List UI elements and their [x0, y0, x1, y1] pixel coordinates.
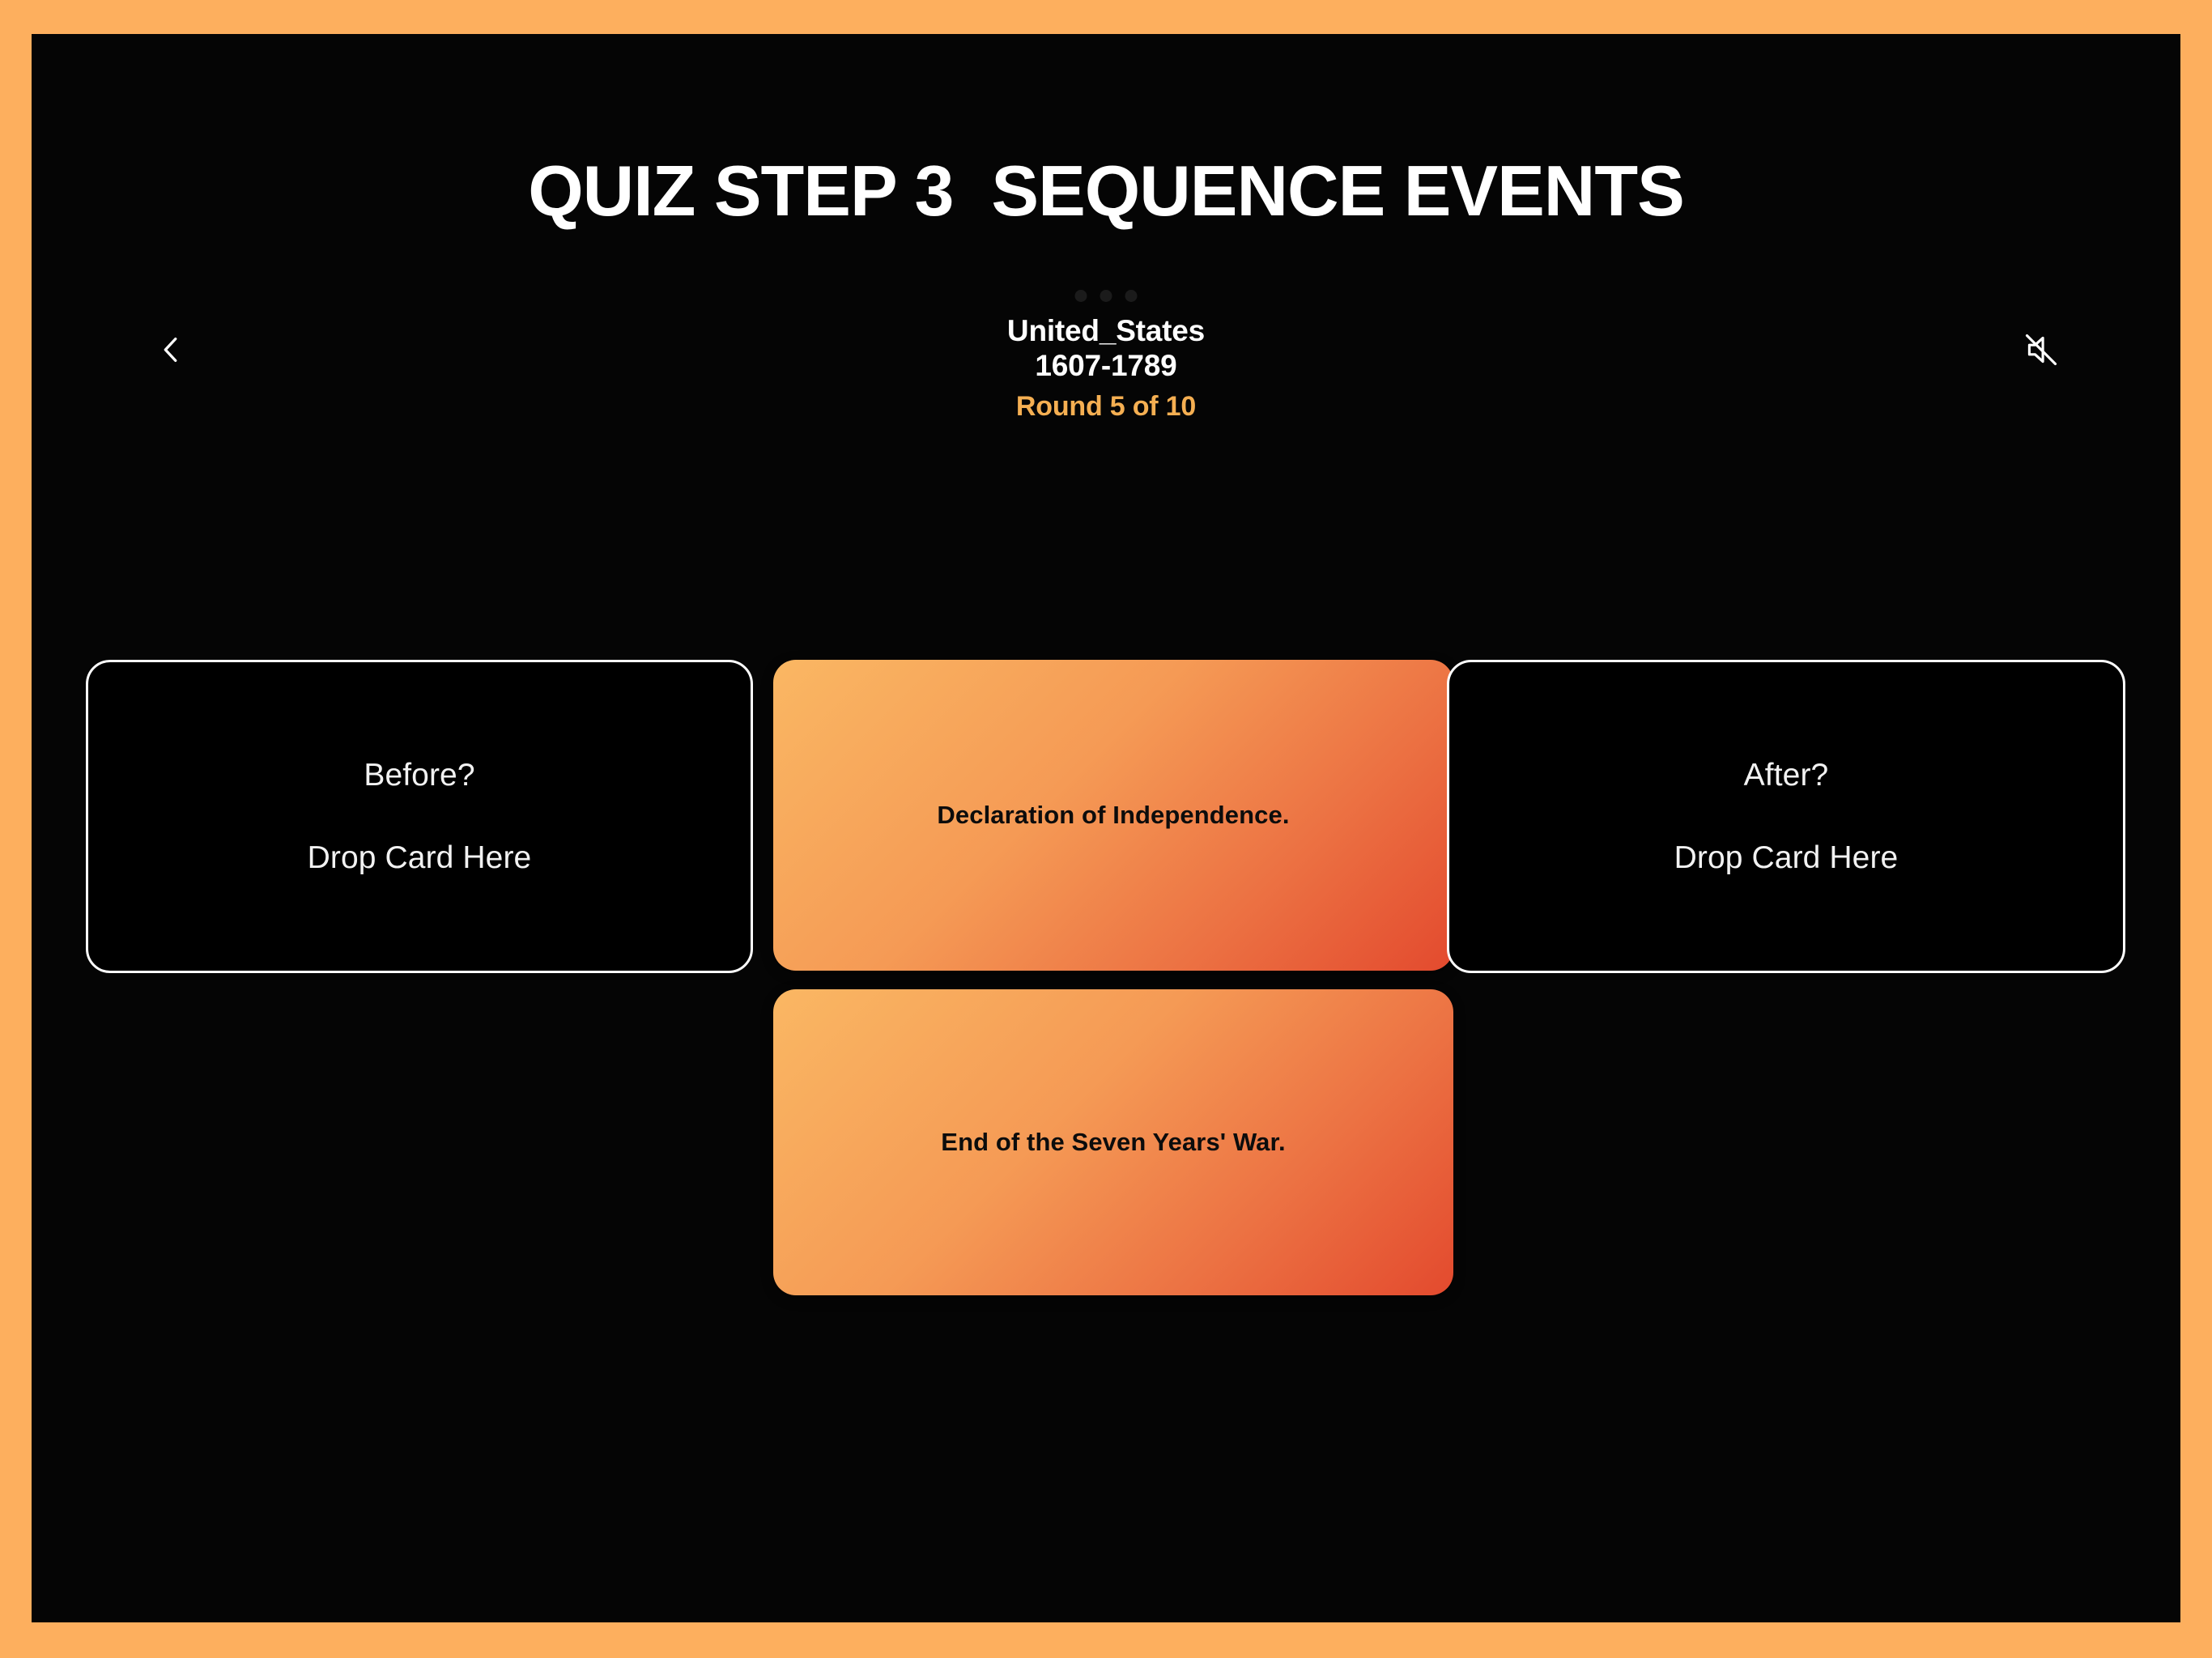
drop-zone-after[interactable]: After? Drop Card Here [1447, 660, 2125, 973]
drop-zone-before[interactable]: Before? Drop Card Here [86, 660, 753, 973]
event-card-text: End of the Seven Years' War. [941, 1128, 1286, 1156]
round-counter: Round 5 of 10 [1015, 390, 1197, 422]
event-card-text: Declaration of Independence. [937, 801, 1290, 829]
quiz-screen: QUIZ STEP 3 SEQUENCE EVENTS United_State… [32, 34, 2180, 1622]
handle-dot [1125, 290, 1138, 302]
drop-zone-after-title: After? [1743, 757, 1829, 793]
drop-zone-before-hint: Drop Card Here [307, 840, 532, 875]
back-button[interactable] [138, 317, 203, 382]
chevron-left-icon [164, 337, 177, 363]
handle-dot [1100, 290, 1112, 302]
handle-dot [1074, 290, 1087, 302]
event-card[interactable]: Declaration of Independence. [773, 660, 1453, 971]
drop-zone-after-hint: Drop Card Here [1674, 840, 1899, 875]
event-card[interactable]: End of the Seven Years' War. [773, 989, 1453, 1295]
header-row: United_States 1607-1789 Round 5 of 10 [32, 314, 2180, 431]
drop-zone-before-title: Before? [364, 757, 475, 793]
speaker-muted-icon [2025, 334, 2057, 366]
page-title: QUIZ STEP 3 SEQUENCE EVENTS [528, 151, 1685, 231]
deck-name: United_States [1006, 314, 1206, 347]
play-area: Before? Drop Card Here Declaration of In… [32, 34, 2180, 1622]
mute-toggle-button[interactable] [2009, 317, 2074, 382]
deck-range: 1607-1789 [1035, 348, 1177, 382]
drag-handle-dots [1074, 290, 1138, 302]
header-info: United_States 1607-1789 Round 5 of 10 [782, 314, 1430, 423]
